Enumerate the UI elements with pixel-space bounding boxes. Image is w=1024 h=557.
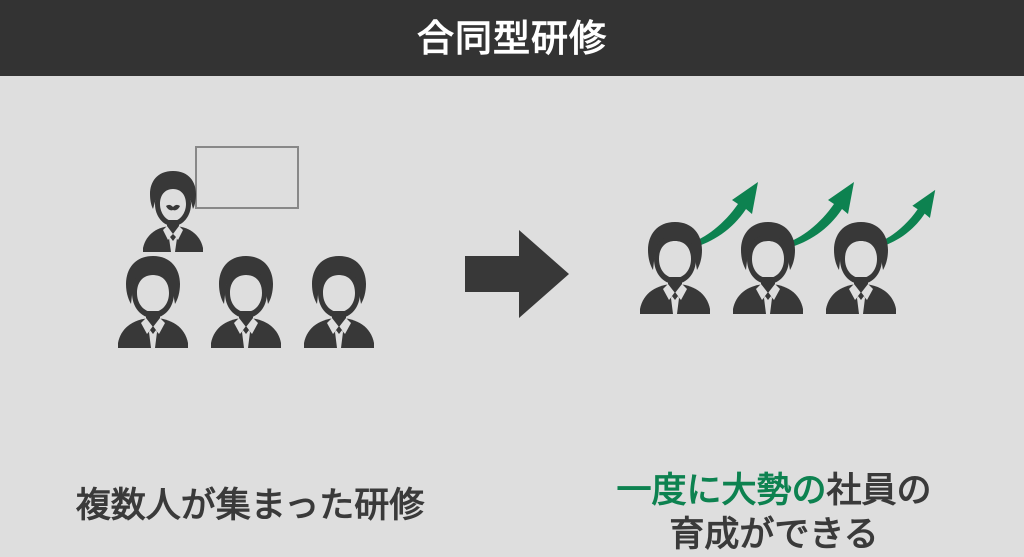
- right-group-illustration: [620, 176, 936, 376]
- page-title: 合同型研修: [417, 17, 607, 59]
- person-avatar-icon: [112, 254, 194, 350]
- instructor-avatar-icon: [138, 168, 208, 254]
- right-caption-line1-rest: 社員の: [826, 471, 932, 510]
- left-group-caption: 複数人が集まった研修: [75, 486, 425, 525]
- curved-up-arrow-icon: [872, 188, 944, 248]
- diagram-canvas: 複数人が集まった研修 一度に大勢の社員の 育成ができる: [0, 76, 1024, 554]
- block-arrow-right-icon: [463, 226, 571, 322]
- right-caption-line-2: 育成ができる: [669, 514, 879, 554]
- person-avatar-icon: [205, 254, 287, 350]
- person-avatar-icon: [634, 220, 716, 316]
- right-group-caption: 一度に大勢の社員の 育成ができる: [524, 469, 1024, 557]
- whiteboard-icon: [195, 146, 299, 209]
- person-avatar-icon: [298, 254, 380, 350]
- left-group-illustration: [100, 146, 400, 376]
- person-avatar-icon: [727, 220, 809, 316]
- right-caption-line-1: 一度に大勢の社員の: [524, 469, 1024, 513]
- curved-up-arrow-icon: [782, 180, 864, 248]
- person-avatar-icon: [820, 220, 902, 316]
- header-bar: 合同型研修: [0, 0, 1024, 76]
- right-caption-highlight: 一度に大勢の: [616, 471, 827, 510]
- curved-up-arrow-icon: [686, 180, 768, 248]
